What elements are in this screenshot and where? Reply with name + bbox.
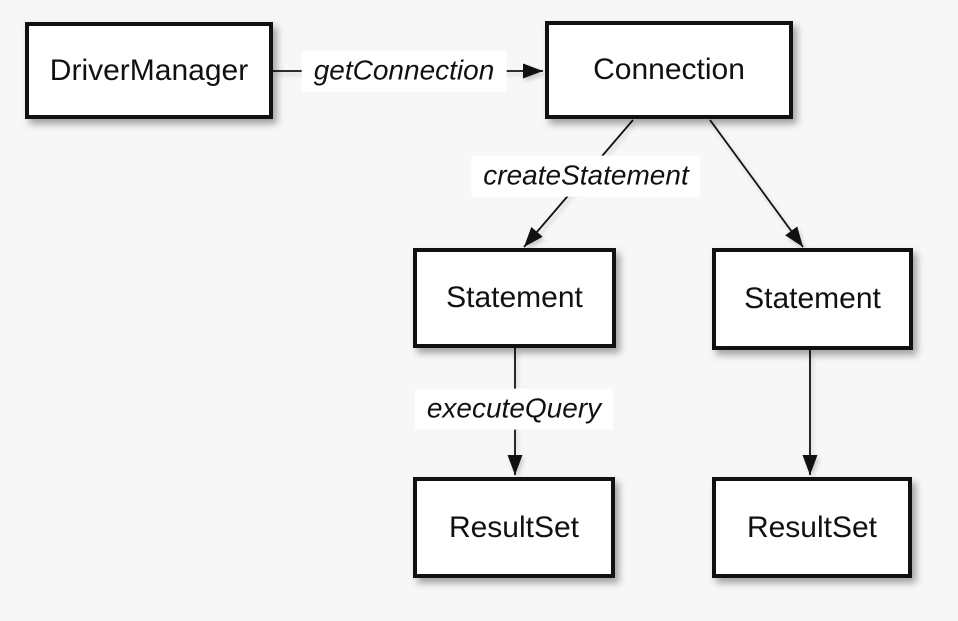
edge-label-execute-query: executeQuery [414,388,614,430]
edge-label-get-connection: getConnection [301,50,507,92]
node-statement-left-label: Statement [446,281,583,314]
node-connection-label: Connection [593,53,745,86]
node-resultset-right: ResultSet [712,477,912,578]
edge-connection-statement-right-line [709,119,804,248]
node-resultset-left-label: ResultSet [448,510,580,544]
node-connection: Connection [545,21,793,119]
node-driver-manager: DriverManager [25,22,273,119]
node-driver-manager-label: DriverManager [49,53,249,87]
node-statement-right: Statement [712,248,913,350]
node-statement-right-label: Statement [744,282,881,315]
node-statement-left: Statement [413,248,616,348]
edge-label-create-statement: createStatement [471,155,701,197]
node-resultset-left: ResultSet [413,477,615,578]
node-resultset-right-label: ResultSet [746,510,878,544]
